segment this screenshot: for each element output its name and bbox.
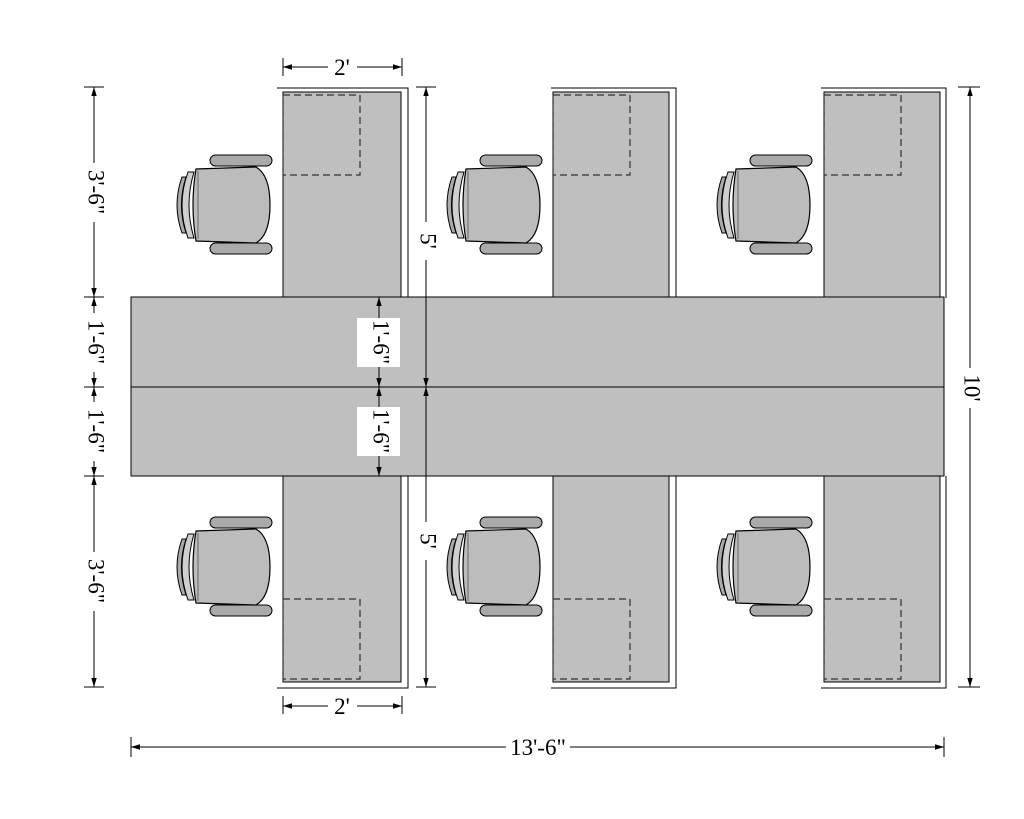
- office-chair-icon: [716, 154, 813, 255]
- office-chair-icon: [446, 516, 543, 617]
- overall-width-dimension: 13'-6": [130, 735, 945, 760]
- bottom-width-dimension: 2': [282, 694, 403, 719]
- center-lower-half-label: 5': [416, 533, 441, 549]
- office-chair-icon: [176, 516, 273, 617]
- overall-height-dimension: 10': [958, 86, 985, 688]
- office-chair-icon: [446, 154, 543, 255]
- left-lower-table-label: 1'-6": [84, 409, 109, 453]
- top-width-dimension: 2': [282, 55, 403, 80]
- left-bottom-depth-label: 3'-6": [84, 559, 109, 603]
- office-chair-icon: [716, 516, 813, 617]
- left-top-depth-label: 3'-6": [84, 170, 109, 214]
- lower-desk-2: [551, 475, 677, 689]
- lower-shared-table: [130, 386, 945, 477]
- center-half-dimensions: 5' 5': [416, 86, 441, 688]
- upper-desk-1: [277, 87, 409, 299]
- left-upper-table-label: 1'-6": [84, 320, 109, 364]
- left-depth-dimensions: 3'-6" 1'-6" 1'-6" 3'-6": [84, 86, 109, 688]
- upper-shared-table: [130, 296, 945, 388]
- lower-desk-1: [277, 475, 409, 689]
- bottom-width-label: 2': [334, 694, 350, 719]
- overall-height-label: 10': [960, 374, 985, 401]
- upper-desk-3: [821, 87, 947, 299]
- overall-width-label: 13'-6": [510, 735, 566, 760]
- inner-upper-table-label: 1'-6": [369, 320, 394, 364]
- lower-desk-3: [821, 475, 947, 689]
- top-width-label: 2': [334, 55, 350, 80]
- inner-lower-table-label: 1'-6": [369, 409, 394, 453]
- upper-desk-2: [551, 87, 677, 299]
- office-chair-icon: [176, 154, 273, 255]
- inner-table-dimensions: 1'-6" 1'-6": [357, 297, 400, 476]
- center-upper-half-label: 5': [416, 233, 441, 249]
